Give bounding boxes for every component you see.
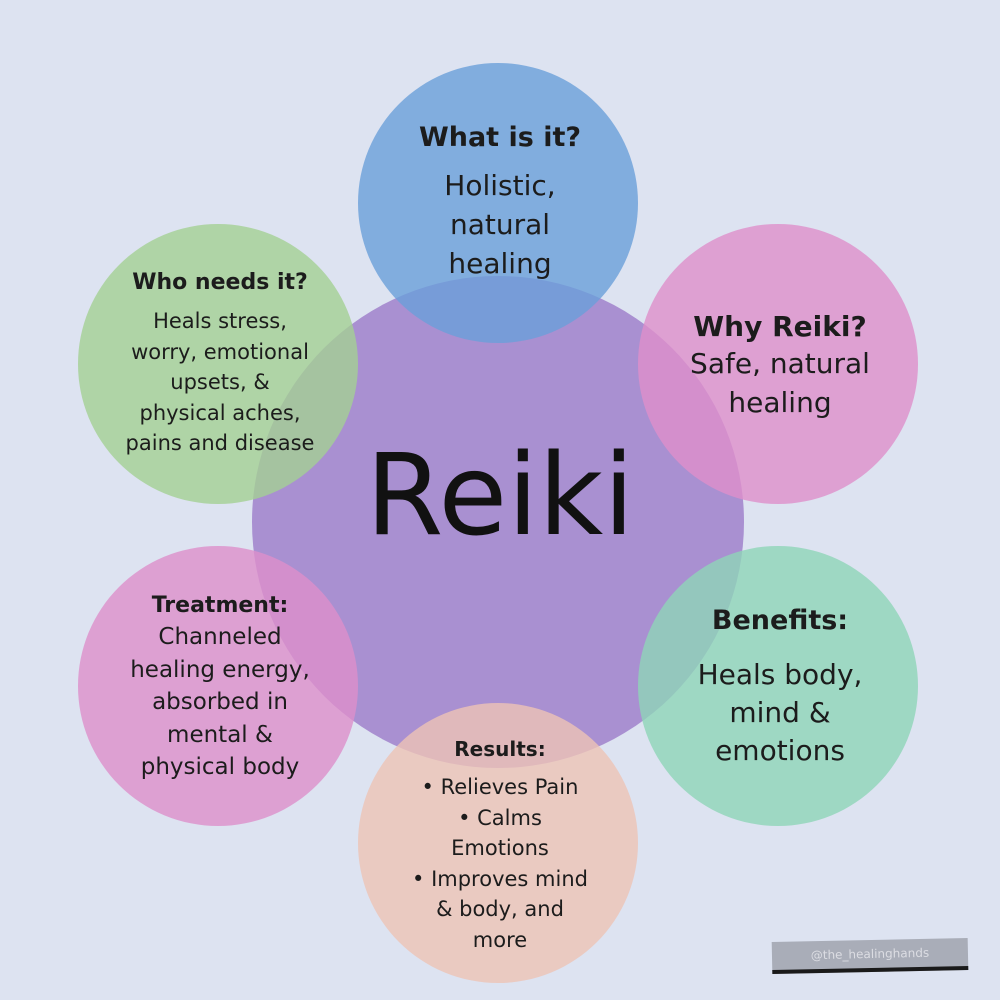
node-why-heading: Why Reiki?: [693, 310, 867, 343]
node-treatment-line-1: Channeled: [158, 624, 282, 650]
node-treatment-label: Treatment: Channeled healing energy, abs…: [80, 591, 360, 784]
node-results-line-4: • Improves mind: [412, 866, 588, 891]
hub-label: Reiki: [365, 431, 635, 561]
node-what-heading: What is it?: [418, 122, 582, 153]
node-treatment-line-2: healing energy,: [130, 656, 310, 683]
node-why-line-1: Safe, natural: [690, 347, 870, 380]
hub-circle: [252, 276, 744, 768]
node-who-line-1: Heals stress,: [153, 309, 287, 333]
node-what-line-1: Holistic,: [444, 169, 556, 202]
node-treatment-line-4: mental &: [167, 721, 273, 748]
node-who-label: Who needs it? Heals stress, worry, emoti…: [80, 268, 360, 459]
node-treatment-line-3: absorbed in: [152, 689, 288, 715]
node-benefits-circle: [638, 546, 918, 826]
node-why-line-2: healing: [728, 386, 832, 419]
node-treatment-circle: [78, 546, 358, 826]
node-results-heading: Results:: [454, 737, 546, 761]
node-what-line-2: natural: [449, 208, 551, 241]
node-who-heading: Who needs it?: [132, 270, 308, 295]
node-benefits-heading: Benefits:: [711, 605, 849, 636]
node-what-line-3: healing: [448, 247, 552, 280]
node-who-circle: [78, 224, 358, 504]
node-results-circle: [358, 703, 638, 983]
node-results-line-2: • Calms: [458, 805, 542, 830]
node-who-line-4: physical aches,: [139, 400, 301, 425]
node-benefits-line-1: Heals body,: [697, 658, 863, 691]
node-benefits-label: Benefits: Heals body, mind & emotions: [640, 604, 920, 770]
node-results-line-3: Emotions: [451, 836, 549, 860]
node-results-line-5: & body, and: [436, 897, 564, 921]
node-results-line-1: • Relieves Pain: [421, 775, 579, 799]
node-treatment-heading: Treatment:: [151, 593, 289, 618]
node-results-line-6: more: [472, 927, 528, 952]
node-why-circle: [638, 224, 918, 504]
watermark-tag: @the_healinghands: [771, 937, 969, 975]
node-what-circle: [358, 63, 638, 343]
node-treatment-line-5: physical body: [140, 754, 300, 780]
node-who-line-3: upsets, &: [170, 370, 270, 394]
node-why-label: Why Reiki? Safe, natural healing: [640, 310, 920, 422]
node-who-line-2: worry, emotional: [131, 339, 309, 364]
node-who-line-5: pains and disease: [125, 431, 315, 455]
node-what-label: What is it? Holistic, natural healing: [360, 122, 640, 283]
node-benefits-line-3: emotions: [715, 734, 845, 767]
node-benefits-line-2: mind &: [729, 696, 831, 729]
node-results-label: Results: • Relieves Pain • Calms Emotion…: [360, 734, 640, 955]
